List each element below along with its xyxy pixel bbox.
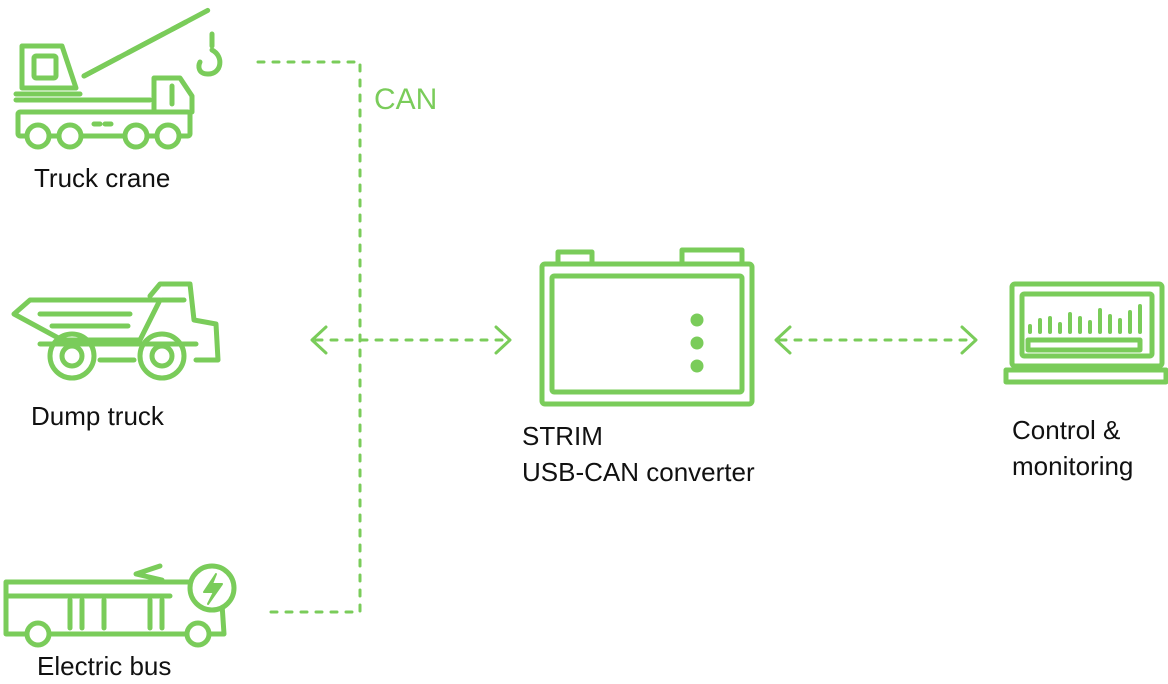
dump-truck-label: Dump truck (31, 401, 164, 431)
truck-crane-label: Truck crane (34, 163, 171, 193)
electric-bus-label: Electric bus (37, 651, 172, 681)
laptop-label-line2: monitoring (1012, 451, 1134, 481)
usb-can-converter-icon (539, 247, 755, 407)
truck-crane-icon (13, 3, 223, 150)
converter-to-laptop-arrow (774, 325, 978, 355)
laptop-icon (1003, 281, 1168, 385)
dump-truck-icon (11, 281, 221, 381)
converter-label-line2: USB-CAN converter (522, 457, 755, 487)
converter-label-line1: STRIM (522, 421, 603, 451)
laptop-label-line1: Control & (1012, 415, 1121, 445)
can-bus-line (256, 60, 362, 614)
electric-bus-icon (3, 563, 237, 648)
can-bus-label: CAN (374, 83, 438, 116)
can-to-converter-arrow (310, 325, 512, 355)
